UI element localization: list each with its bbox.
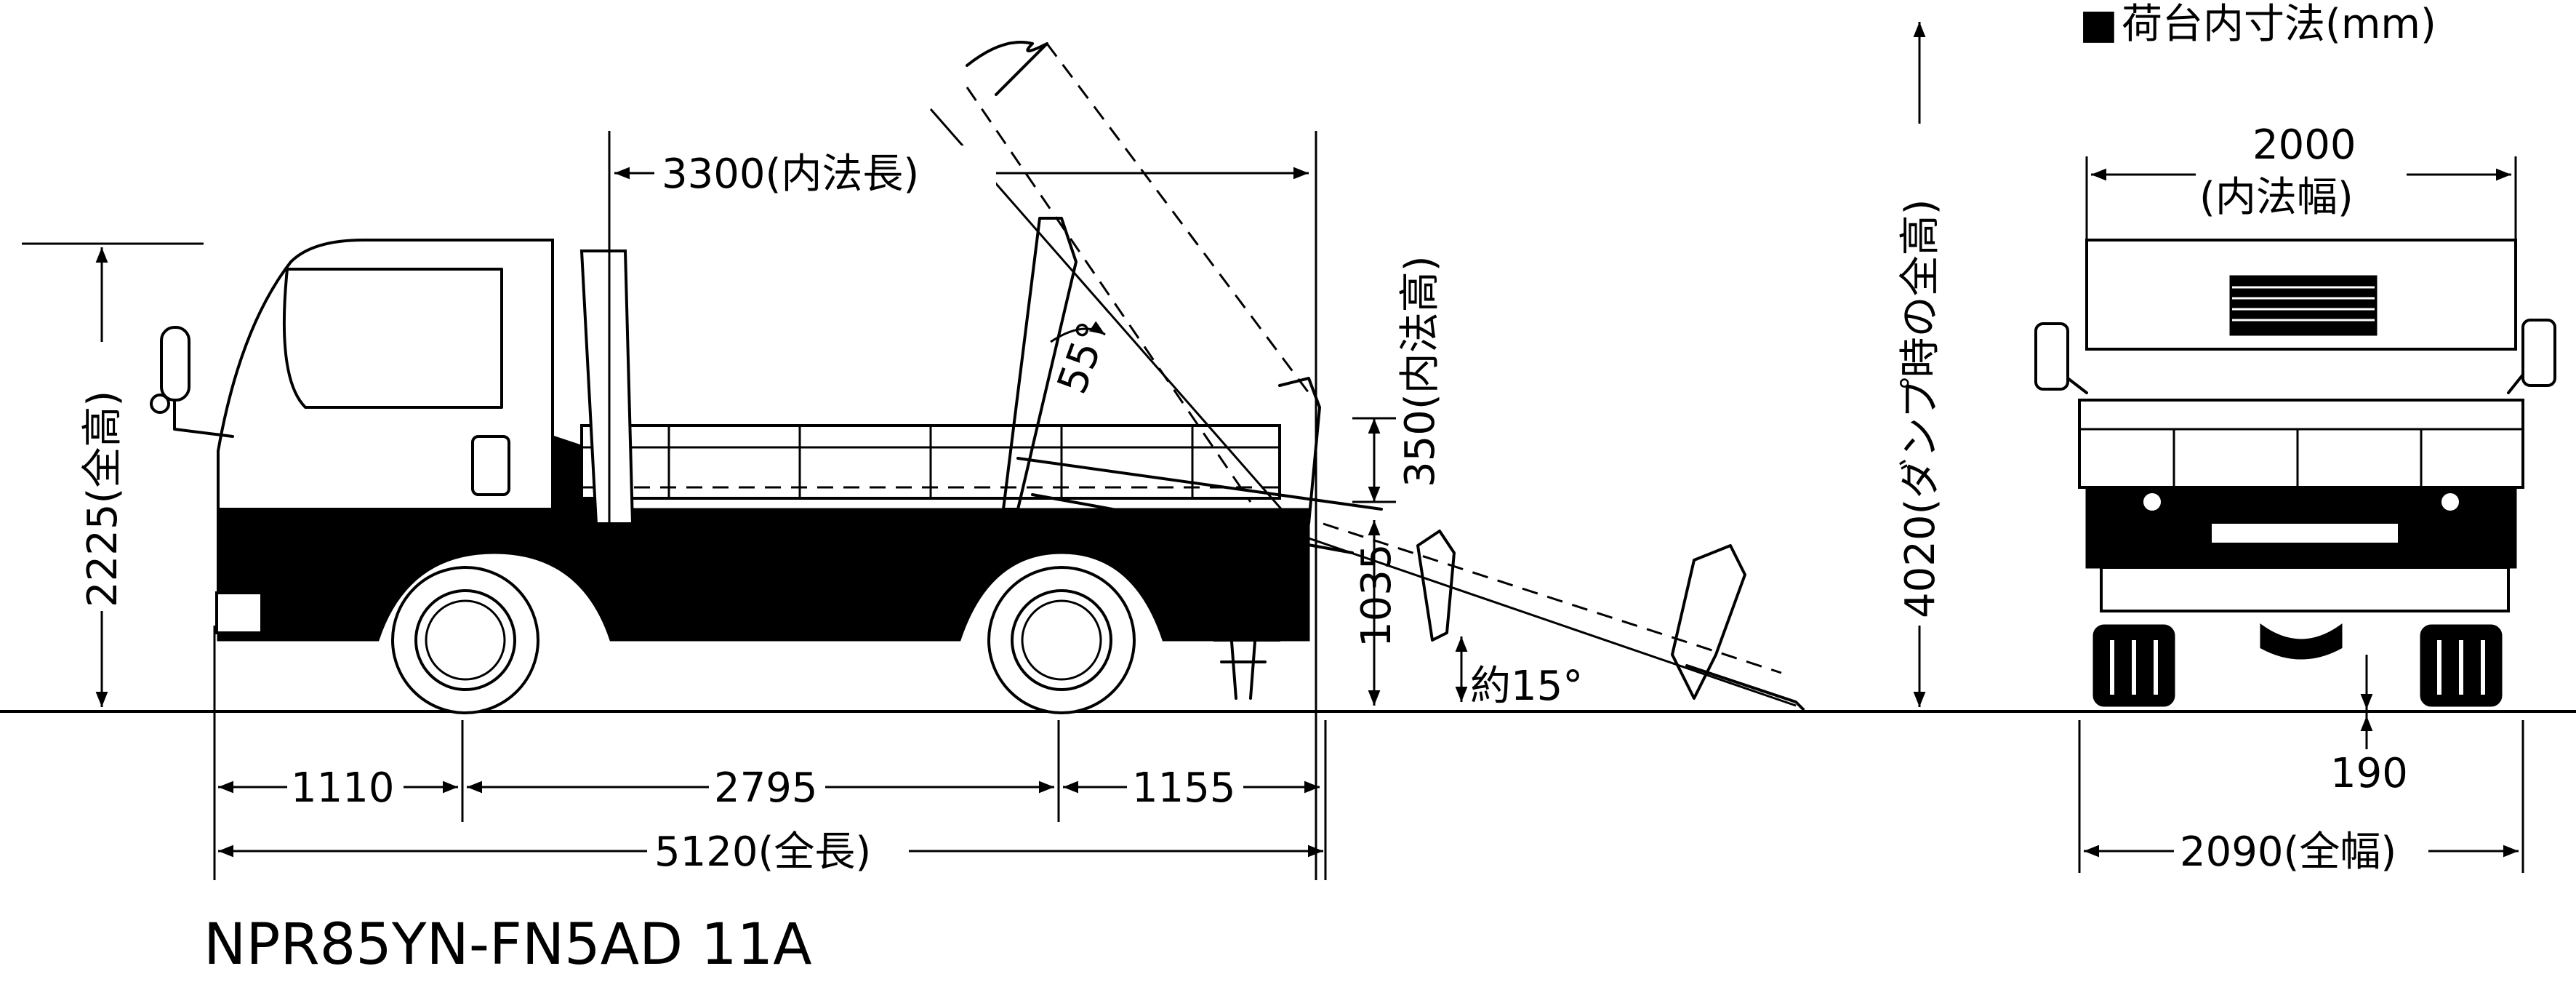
inner-width-value: 2000 xyxy=(2252,121,2356,169)
legend: ■ 荷台内寸法(mm) xyxy=(2079,1,2436,48)
front-bumper xyxy=(215,591,263,634)
total-height-label: 2225(全高) xyxy=(79,391,127,607)
wheelbase-label: 2795 xyxy=(714,765,818,812)
dump-height-label: 4020(ダンプ時の全高) xyxy=(1897,199,1944,618)
tail-angle-label: 約15° xyxy=(1470,663,1583,710)
rear-right-wheels xyxy=(2420,624,2503,707)
front-overhang-label: 1110 xyxy=(291,765,395,812)
legend-text: 荷台内寸法(mm) xyxy=(2122,1,2436,48)
rear-plate xyxy=(2209,521,2401,546)
mirror-joint xyxy=(150,394,170,414)
model-number: NPR85YN-FN5AD 11A xyxy=(204,912,812,978)
inner-height-label: 350(内法高) xyxy=(1397,255,1444,487)
tail-ramp xyxy=(1213,522,1805,711)
rear-left-mirror xyxy=(2034,322,2069,391)
headlamp xyxy=(282,566,329,589)
cab xyxy=(217,239,554,596)
ground-clearance-label: 190 xyxy=(2330,750,2408,797)
rear-bumper xyxy=(2100,566,2510,612)
differential xyxy=(2260,623,2343,660)
rear-gate xyxy=(2078,399,2524,489)
rear-right-mirror xyxy=(2521,319,2556,387)
mirror-arm xyxy=(173,399,234,438)
tilt-angle-label: 55° xyxy=(1048,316,1118,400)
rear-wheel xyxy=(987,566,1136,714)
rear-view-truck xyxy=(2034,239,2556,707)
total-width-label: 2090(全幅) xyxy=(2180,829,2396,876)
rear-overhang-label: 1155 xyxy=(1132,765,1236,812)
front-wheel xyxy=(391,566,539,714)
rear-left-wheels xyxy=(2093,624,2175,707)
rear-height-label: 1035 xyxy=(1353,543,1400,647)
door-handle xyxy=(471,435,510,496)
cargo-bed xyxy=(579,250,1321,525)
side-dimensions: 3300(内法長) 2225(全高) 350(内法高) 1035 4020(ダン… xyxy=(22,22,1949,880)
legend-marker: ■ xyxy=(2079,1,2118,48)
side-mirror xyxy=(160,326,190,402)
total-length-label: 5120(全長) xyxy=(654,829,871,876)
inner-length-label: 3300(内法長) xyxy=(662,151,919,198)
side-view-truck xyxy=(150,41,1805,714)
inner-width-label: (内法幅) xyxy=(2199,174,2354,221)
rear-dimensions: 2000 (内法幅) 190 2090(全幅) xyxy=(2078,121,2524,877)
windshield xyxy=(282,268,503,409)
rear-vent xyxy=(2229,275,2378,336)
